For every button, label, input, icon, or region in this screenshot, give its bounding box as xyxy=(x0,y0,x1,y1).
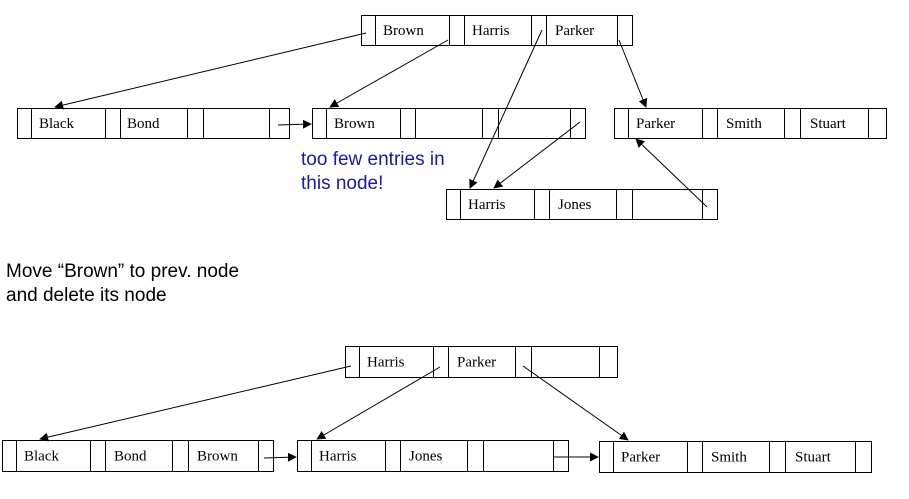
key-parker: Parker xyxy=(636,116,675,132)
node-border xyxy=(599,441,872,473)
instruction-line-1: Move “Brown” to prev. node xyxy=(6,261,240,282)
node-border xyxy=(297,440,569,472)
arrow-root-to-black-bond xyxy=(54,32,367,110)
node-border xyxy=(614,108,887,139)
node-border xyxy=(446,189,718,220)
node-border xyxy=(312,108,586,139)
key-stuart: Stuart xyxy=(810,116,847,132)
key-brown: Brown xyxy=(197,449,238,465)
before-leaf-black-bond: Black Bond xyxy=(17,108,290,139)
arrow-root-to-harris-jones-a xyxy=(469,29,543,189)
after-leaf-parker-smith-stuart: Parker Smith Stuart xyxy=(599,441,872,473)
arrow-jones-to-parker xyxy=(635,138,708,208)
after-leaf-harris-jones: Harris Jones xyxy=(297,440,569,472)
before-leaf-parker-smith-stuart: Parker Smith Stuart xyxy=(614,108,887,139)
key-harris: Harris xyxy=(367,355,405,371)
instruction-line-2: and delete its node xyxy=(6,285,167,306)
arrow-after-root-to-parker xyxy=(522,365,629,441)
node-border xyxy=(2,440,274,472)
key-harris: Harris xyxy=(472,23,510,39)
key-bond: Bond xyxy=(127,116,160,132)
arrow-after-root-to-black xyxy=(39,365,352,442)
node-border xyxy=(17,108,290,139)
key-harris: Harris xyxy=(319,449,357,465)
key-smith: Smith xyxy=(711,450,747,466)
node-border xyxy=(361,15,633,46)
underflow-note: too few entries in this node! xyxy=(301,148,521,196)
instruction-text: Move “Brown” to prev. node and delete it… xyxy=(6,260,326,308)
node-border xyxy=(345,346,618,378)
key-brown: Brown xyxy=(334,116,375,132)
arrow-after-sibling-1 xyxy=(263,452,297,462)
arrow-root-to-parker xyxy=(618,39,648,108)
key-jones: Jones xyxy=(558,197,591,213)
key-jones: Jones xyxy=(409,449,442,465)
key-brown: Brown xyxy=(383,23,424,39)
key-parker: Parker xyxy=(457,355,496,371)
underflow-note-line-2: this node! xyxy=(301,173,384,194)
before-leaf-harris-jones: Harris Jones xyxy=(446,189,718,220)
key-black: Black xyxy=(39,116,74,132)
key-stuart: Stuart xyxy=(795,450,832,466)
arrow-after-root-to-harris xyxy=(316,366,441,440)
arrow-sibling-black-to-brown xyxy=(277,119,312,129)
before-leaf-brown: Brown xyxy=(312,108,586,139)
key-parker: Parker xyxy=(621,450,660,466)
underflow-note-line-1: too few entries in xyxy=(301,149,445,170)
key-smith: Smith xyxy=(726,116,762,132)
after-leaf-black-bond-brown: Black Bond Brown xyxy=(2,440,274,472)
key-parker: Parker xyxy=(555,23,594,39)
arrow-root-to-brown xyxy=(329,39,449,108)
after-root-node: Harris Parker xyxy=(345,346,618,378)
key-harris: Harris xyxy=(468,197,506,213)
key-black: Black xyxy=(24,449,59,465)
key-bond: Bond xyxy=(114,449,147,465)
before-root-node: Brown Harris Parker xyxy=(361,15,633,46)
arrow-brown-to-harris-jones xyxy=(493,121,581,189)
